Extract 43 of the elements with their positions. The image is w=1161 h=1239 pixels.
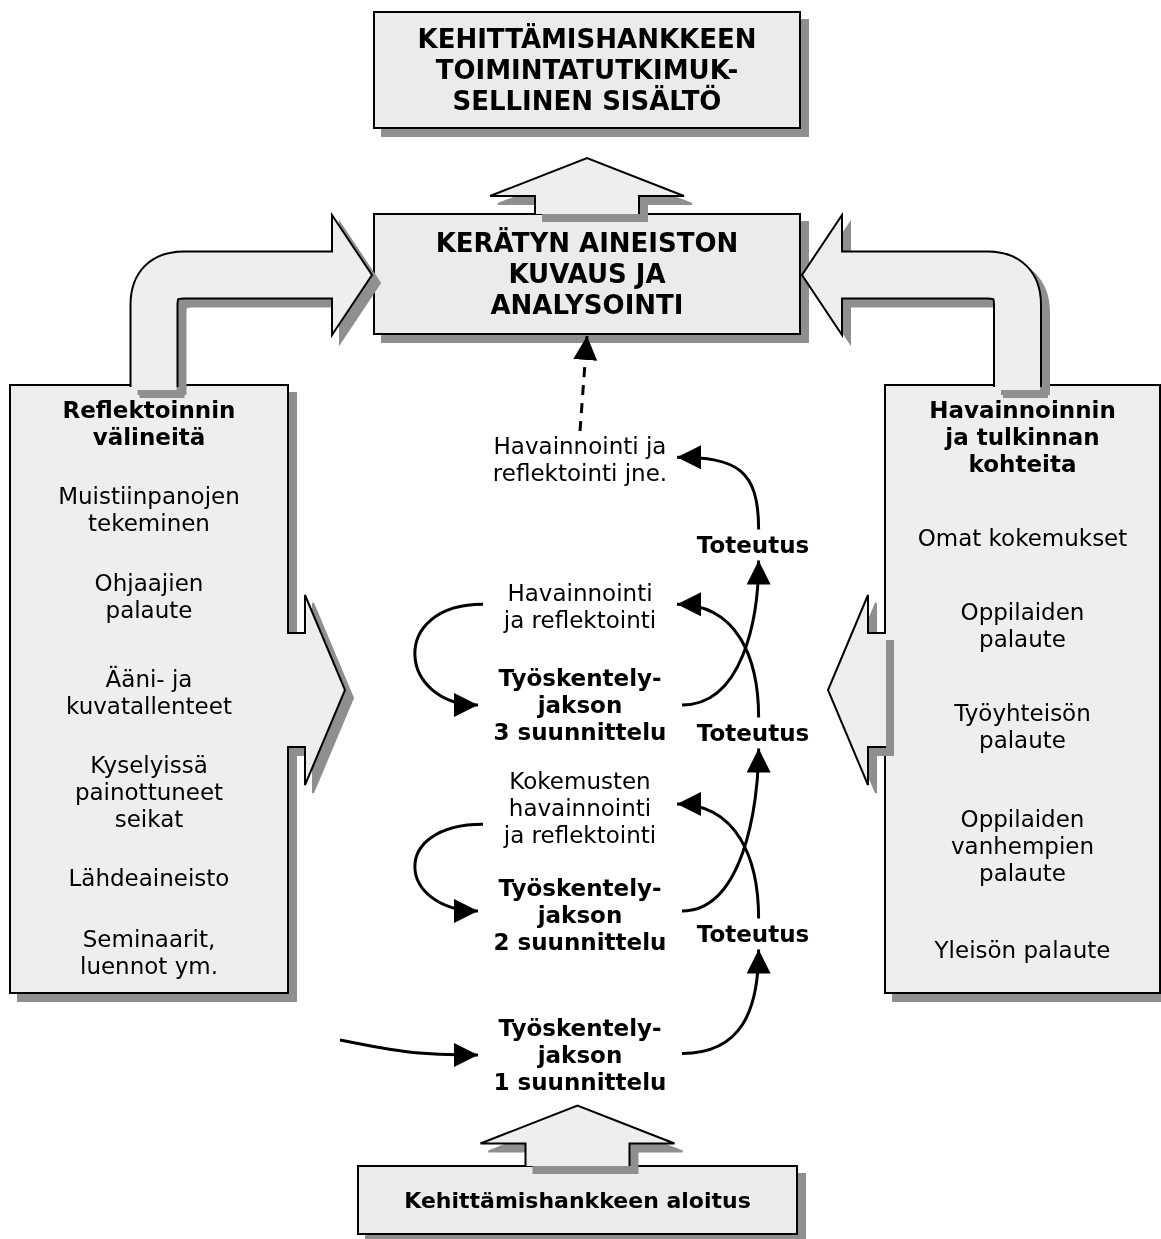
box-title: KERÄTYN AINEISTON KUVAUS JA ANALYSOINTI (434, 227, 740, 321)
flow-text: Havainnointi ja reflektointi (485, 580, 675, 634)
list-item: Omat kokemukset (916, 525, 1129, 552)
step-label: Toteutus (696, 531, 810, 559)
flow-text: Havainnointi ja reflektointi jne. (485, 433, 675, 487)
list-item: Oppilaiden palaute (959, 599, 1086, 653)
flow-text: Kokemusten havainnointi ja reflektointi (485, 767, 675, 849)
box-title: KEHITTÄMISHANKKEEN TOIMINTATUTKIMUK- SELLINEN SISÄLTÖ (416, 23, 758, 117)
arrow (413, 822, 484, 921)
panel-heading: Reflektoinnin välineitä (61, 397, 237, 451)
arrow (681, 560, 771, 707)
arrow (573, 335, 598, 432)
list-panel (10, 385, 288, 993)
block-arrow (826, 594, 887, 786)
list-item: Työyhteisön palaute (953, 700, 1092, 754)
arrow (681, 748, 771, 913)
arrow (676, 793, 761, 919)
block-arrow (129, 214, 373, 387)
list-item: Lähdeaineisto (67, 865, 231, 892)
panel-heading: Havainnoinnin ja tulkinnan kohteita (928, 397, 1117, 478)
block-arrow (801, 214, 1042, 387)
arrow (676, 445, 761, 530)
step-label: Toteutus (696, 719, 810, 747)
arrow (681, 949, 771, 1055)
block-arrow (286, 594, 347, 786)
list-item: Oppilaiden vanhempien palaute (949, 806, 1096, 887)
list-item: Ohjaajien palaute (93, 570, 205, 624)
list-item: Kyselyissä painottuneet seikat (73, 752, 225, 833)
step-label: Toteutus (696, 920, 810, 948)
list-item: Ääni- ja kuvatallenteet (65, 666, 233, 720)
list-item: Muistiinpanojen tekeminen (57, 483, 241, 537)
list-item: Seminaarit, luennot ym. (79, 926, 219, 980)
box-title: Kehittämishankkeen aloitus (404, 1186, 751, 1214)
block-arrow (489, 156, 685, 215)
arrow (413, 602, 484, 715)
arrow (676, 594, 761, 718)
list-item: Yleisön palaute (933, 937, 1112, 964)
list-panel (885, 385, 1160, 993)
block-arrow (479, 1104, 676, 1167)
step-label: Työskentely- jakson 2 suunnittelu (480, 874, 680, 956)
arrow (339, 1038, 478, 1067)
step-label: Työskentely- jakson 3 suunnittelu (480, 664, 680, 746)
step-label: Työskentely- jakson 1 suunnittelu (480, 1014, 680, 1096)
